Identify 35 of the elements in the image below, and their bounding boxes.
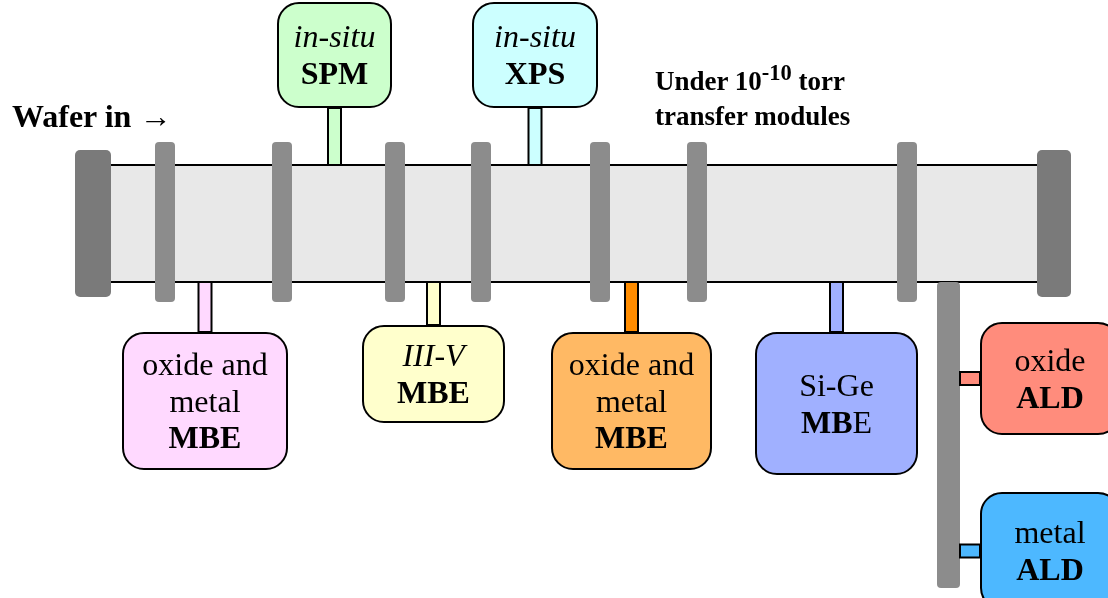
chamber-label: ALD — [1016, 551, 1084, 588]
chamber-box — [472, 2, 598, 108]
chamber-label: MBE — [800, 403, 873, 441]
connecting-port — [959, 543, 981, 559]
chamber-label: oxide — [1014, 341, 1086, 379]
chamber-label: oxide and metal — [141, 345, 269, 420]
chamber-label: Si-Ge — [799, 366, 874, 404]
chamber-box — [980, 322, 1108, 435]
chamber-label: oxide and metal — [567, 345, 696, 420]
chamber-box — [277, 2, 392, 108]
transfer-line-drawing — [75, 142, 1071, 302]
chamber-label: MBE — [168, 419, 242, 457]
connecting-port — [327, 107, 342, 166]
chamber-label: in-situ — [293, 18, 376, 55]
chamber-box — [362, 325, 505, 423]
chamber-box — [122, 332, 288, 470]
inlet-label: Wafer in → — [12, 98, 172, 135]
pressure-note: Under 10$^{-10}$ torr transfer modules — [655, 59, 852, 134]
chamber-label: metal — [1014, 514, 1086, 551]
chamber-label: MBE — [397, 374, 470, 411]
connecting-port — [527, 107, 543, 166]
connecting-port — [624, 281, 639, 333]
connecting-port — [426, 281, 441, 326]
transfer-arm — [937, 282, 960, 588]
connecting-port — [959, 371, 981, 386]
chamber-label: SPM — [300, 55, 369, 92]
chamber-label: MBE — [595, 419, 668, 457]
chamber-label: in-situ — [494, 18, 576, 55]
chamber-label: XPS — [504, 55, 566, 92]
chamber-box — [980, 492, 1108, 598]
chamber-label: ALD — [1016, 378, 1084, 416]
chamber-box — [551, 332, 712, 470]
connecting-port — [829, 281, 844, 333]
chamber-box — [755, 332, 918, 475]
connecting-port — [197, 281, 213, 333]
